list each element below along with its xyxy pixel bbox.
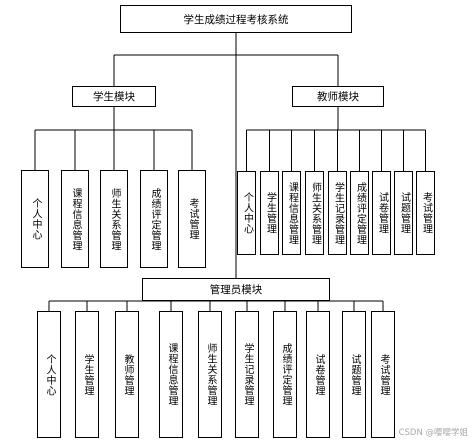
teacher-item-box: 学生记录管理: [328, 171, 347, 255]
teacher-item-label: 试卷管理: [376, 192, 388, 234]
teacher-item-box: 师生关系管理: [305, 171, 324, 255]
teacher-item-label: 课程信息管理: [286, 181, 298, 245]
student-item-box: 考试管理: [178, 170, 206, 268]
admin-item-label: 个人中心: [44, 353, 55, 396]
admin-module-label: 管理员模块: [209, 284, 263, 296]
admin-item-label: 课程信息管理: [166, 343, 177, 406]
teacher-item-label: 学生管理: [264, 192, 276, 234]
teacher-item-label: 学生记录管理: [332, 181, 344, 245]
teacher-item-label: 师生关系管理: [309, 181, 321, 245]
root-system-box: 学生成绩过程考核系统: [120, 5, 352, 33]
student-item-box: 个人中心: [21, 170, 49, 268]
admin-item-label: 师生关系管理: [205, 343, 216, 406]
admin-item-box: 学生管理: [75, 311, 99, 438]
admin-item-box: 试题管理: [342, 311, 366, 438]
root-system-label: 学生成绩过程考核系统: [183, 13, 289, 26]
teacher-item-box: 学生管理: [260, 171, 279, 255]
student-item-label: 师生关系管理: [109, 187, 120, 251]
teacher-module-box: 教师模块: [292, 86, 384, 107]
admin-item-label: 考试管理: [378, 353, 389, 396]
admin-item-label: 试卷管理: [313, 353, 324, 396]
admin-item-label: 学生记录管理: [242, 343, 253, 406]
student-module-label: 学生模块: [93, 91, 135, 103]
student-item-label: 个人中心: [30, 198, 41, 240]
teacher-item-box: 试卷管理: [372, 171, 391, 255]
teacher-module-label: 教师模块: [317, 91, 359, 103]
admin-item-box: 学生记录管理: [235, 311, 259, 438]
teacher-item-label: 个人中心: [241, 192, 253, 234]
student-item-label: 考试管理: [187, 198, 198, 240]
admin-item-label: 试题管理: [349, 353, 360, 396]
admin-item-box: 成绩评定管理: [273, 311, 297, 438]
admin-item-label: 学生管理: [82, 353, 93, 396]
teacher-item-label: 成绩评定管理: [354, 181, 366, 245]
admin-module-box: 管理员模块: [142, 278, 330, 301]
student-item-box: 师生关系管理: [100, 170, 128, 268]
admin-item-box: 试卷管理: [306, 311, 330, 438]
student-item-label: 课程信息管理: [70, 187, 81, 251]
teacher-item-box: 个人中心: [237, 171, 256, 255]
admin-item-box: 师生关系管理: [198, 311, 222, 438]
admin-item-box: 考试管理: [371, 311, 395, 438]
teacher-item-box: 试题管理: [394, 171, 413, 255]
student-module-box: 学生模块: [72, 86, 156, 107]
student-item-box: 课程信息管理: [61, 170, 89, 268]
admin-item-label: 教师管理: [122, 353, 133, 396]
admin-item-box: 课程信息管理: [159, 311, 183, 438]
admin-item-box: 教师管理: [115, 311, 139, 438]
admin-item-box: 个人中心: [37, 311, 61, 438]
student-item-box: 成绩评定管理: [140, 170, 168, 268]
admin-item-label: 成绩评定管理: [280, 343, 291, 406]
teacher-item-box: 成绩评定管理: [350, 171, 369, 255]
student-item-label: 成绩评定管理: [149, 187, 160, 251]
watermark-text: CSDN @嘤嘤学姐: [398, 428, 468, 438]
teacher-item-box: 课程信息管理: [282, 171, 301, 255]
teacher-item-box: 考试管理: [416, 171, 435, 255]
teacher-item-label: 考试管理: [420, 192, 432, 234]
teacher-item-label: 试题管理: [398, 192, 410, 234]
